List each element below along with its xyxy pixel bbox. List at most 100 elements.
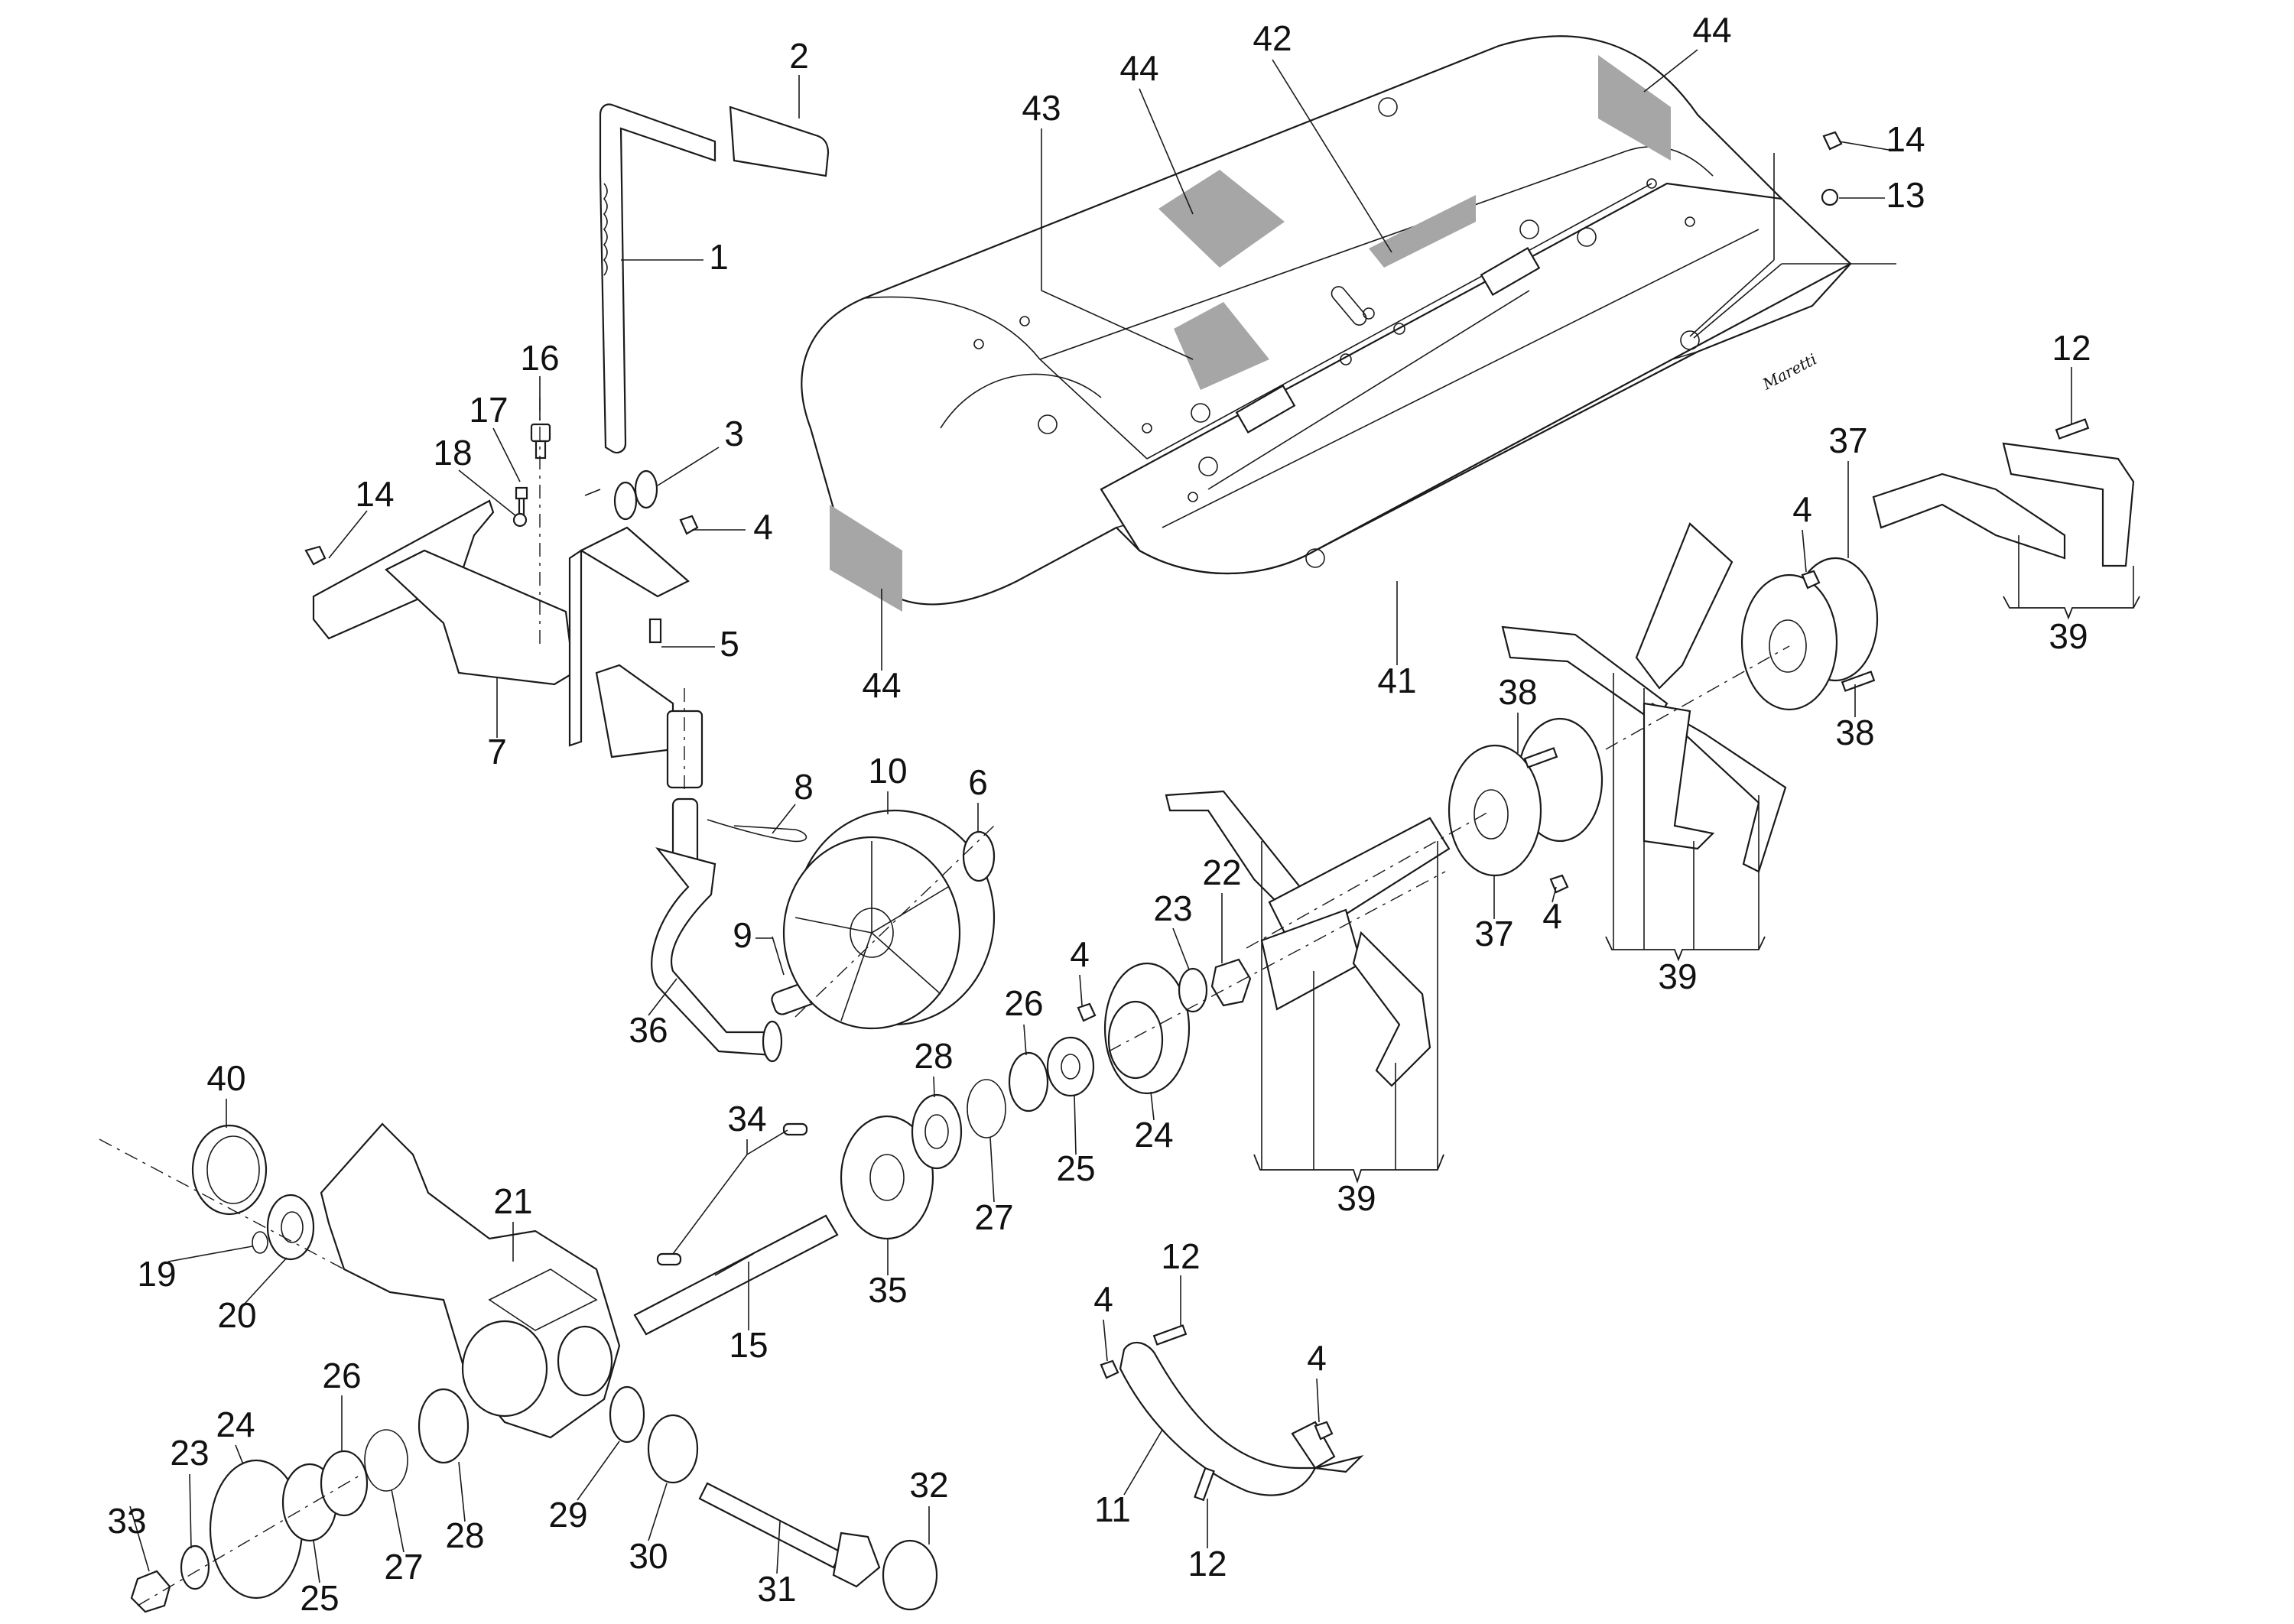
tine-set-braces: [1253, 535, 2140, 1184]
callout-label: 14: [355, 474, 394, 514]
snap-ring-27: [967, 1079, 1006, 1138]
mounting-bracket: [312, 499, 703, 789]
seal-cap: [191, 1124, 268, 1216]
callout-label: 39: [1658, 957, 1697, 996]
callout-label: 43: [1022, 88, 1061, 128]
tine-hub-37b: [1740, 557, 1879, 711]
bevel-gear: [840, 1115, 934, 1240]
callout-label: 20: [217, 1295, 256, 1335]
circlip-19: [252, 1231, 268, 1254]
callout-label: 30: [629, 1536, 668, 1576]
callout-label: 37: [1828, 421, 1867, 460]
nut-33: [130, 1570, 171, 1613]
callout-label: 25: [1056, 1148, 1095, 1188]
callout-label: 38: [1835, 713, 1874, 752]
callout-label: 12: [1161, 1236, 1200, 1276]
callout-label: 10: [868, 751, 907, 791]
decal-44-top: [1158, 170, 1285, 268]
callout-label: 24: [216, 1405, 255, 1444]
callout-label: 14: [1886, 119, 1925, 159]
callout-label: 4: [753, 507, 773, 547]
washer-6: [962, 830, 996, 882]
callout-label: 12: [1188, 1544, 1227, 1583]
callout-label: 36: [629, 1010, 668, 1050]
callout-label: 23: [1153, 888, 1192, 928]
callout-label: 25: [300, 1578, 339, 1618]
fasteners: [304, 131, 2090, 1502]
callout-label: 24: [1134, 1115, 1173, 1155]
cap-32: [882, 1539, 938, 1611]
washer-23b: [180, 1544, 210, 1590]
callout-label: 31: [757, 1569, 796, 1609]
callout-label: 28: [445, 1515, 484, 1555]
callout-label: 27: [384, 1547, 423, 1587]
callout-label: 17: [469, 390, 508, 430]
callout-label: 12: [2052, 328, 2091, 368]
callout-label: 21: [493, 1181, 532, 1221]
tine-hub-37a: [1448, 717, 1604, 877]
felt-seal-25: [1046, 1036, 1095, 1097]
callout-label: 18: [433, 433, 472, 473]
bearing-29: [609, 1385, 645, 1444]
callout-labels: 1 2 3 4 5 6 7 8 9 10 11 12 12 12 13 14 1…: [107, 10, 2091, 1618]
callout-label: 44: [862, 665, 901, 705]
callout-label: 13: [1886, 175, 1925, 215]
decal-42: [1369, 195, 1476, 268]
decal-44-left: [830, 505, 902, 612]
callout-label: 7: [487, 732, 507, 771]
callout-label: 4: [1542, 896, 1562, 936]
brand-signature: Maretti: [1759, 349, 1820, 393]
bearing-30: [647, 1414, 699, 1484]
callout-label: 29: [548, 1495, 587, 1535]
callout-label: 23: [170, 1433, 209, 1473]
tine-shaft: [698, 1482, 881, 1588]
callout-label: 28: [914, 1036, 953, 1076]
callout-label: 26: [322, 1356, 361, 1395]
torsion-spring: [584, 469, 658, 521]
callout-label: 42: [1253, 18, 1292, 58]
callout-label: 27: [974, 1197, 1013, 1237]
callout-label: 40: [206, 1058, 245, 1098]
depth-lever: [599, 103, 830, 454]
washer-23: [1178, 967, 1208, 1013]
callout-label: 39: [2049, 616, 2088, 656]
callout-label: 4: [1070, 934, 1090, 974]
callout-label: 16: [520, 338, 559, 378]
drag-bar: [1119, 1341, 1364, 1496]
callout-label: 44: [1692, 10, 1731, 50]
tine-set-right: [1872, 442, 2135, 567]
tiller-hood: [801, 35, 1852, 606]
bearing-28b: [418, 1388, 470, 1464]
lever-grip: [729, 106, 830, 177]
cotter-pin: [772, 936, 785, 976]
tine-set-left: [1165, 790, 1451, 1087]
callout-label: 32: [909, 1465, 948, 1505]
callout-label: 4: [1792, 489, 1812, 529]
callout-label: 4: [1093, 1279, 1113, 1319]
snap-ring-27b: [364, 1429, 408, 1492]
assembly-axes: [99, 398, 1790, 1606]
callout-label: 4: [1307, 1338, 1327, 1378]
oil-seal-26b: [320, 1450, 369, 1517]
callout-label: 19: [137, 1254, 176, 1294]
callout-label: 34: [727, 1099, 766, 1138]
callout-label: 26: [1004, 983, 1043, 1023]
callout-label: 37: [1474, 914, 1513, 953]
input-shaft: [633, 1122, 839, 1336]
callout-label: 22: [1202, 853, 1241, 892]
callout-label: 1: [709, 237, 729, 277]
nut-22: [1210, 958, 1252, 1007]
callout-label: 33: [107, 1501, 146, 1541]
callout-label: 11: [1094, 1489, 1131, 1529]
callout-label: 15: [729, 1325, 768, 1365]
decal-44-right: [1598, 55, 1671, 161]
bearing-28: [911, 1093, 963, 1170]
wheel: [782, 809, 996, 1030]
bearing-20: [266, 1194, 315, 1261]
callout-label: 35: [868, 1270, 907, 1310]
tine-set-center: [1501, 522, 1787, 873]
oil-seal-26: [1008, 1051, 1049, 1112]
callout-label: 9: [733, 915, 752, 955]
callout-label: 41: [1377, 661, 1416, 700]
callout-label: 8: [794, 767, 814, 807]
